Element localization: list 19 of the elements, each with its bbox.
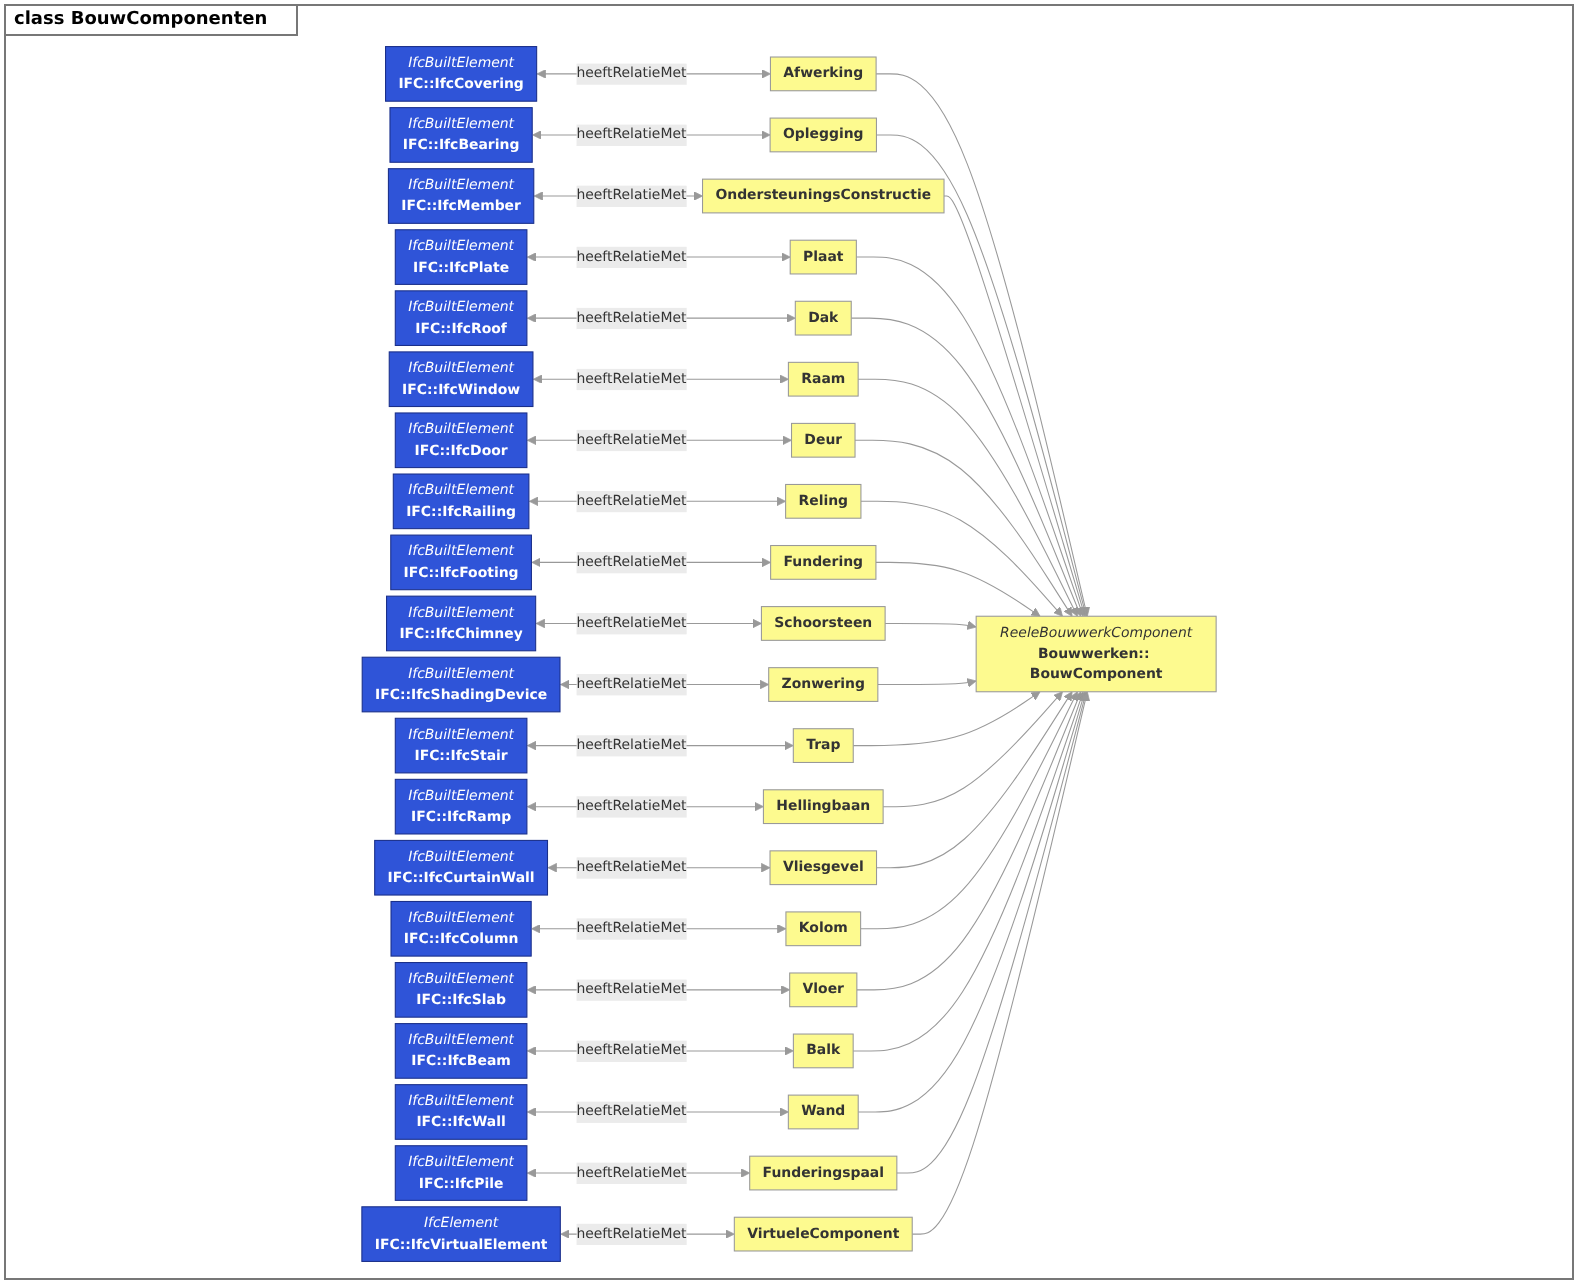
arrow [854,439,1073,617]
arrow [856,691,1083,991]
diagram-title: class BouwComponenten [6,6,298,36]
arrow [877,678,977,688]
arrow [884,620,977,630]
arrow [860,500,1063,617]
arrow [850,317,1083,617]
arrow [852,691,1085,1052]
arrow [857,378,1078,617]
arrow [875,561,1041,617]
arrow [882,691,1063,808]
arrow [896,691,1089,1174]
arrow [876,691,1073,869]
arrow [911,691,1090,1235]
arrow [852,691,1041,747]
arrow [943,195,1087,617]
arrow [857,691,1087,1113]
arrow [855,256,1085,617]
arrow [860,691,1078,930]
